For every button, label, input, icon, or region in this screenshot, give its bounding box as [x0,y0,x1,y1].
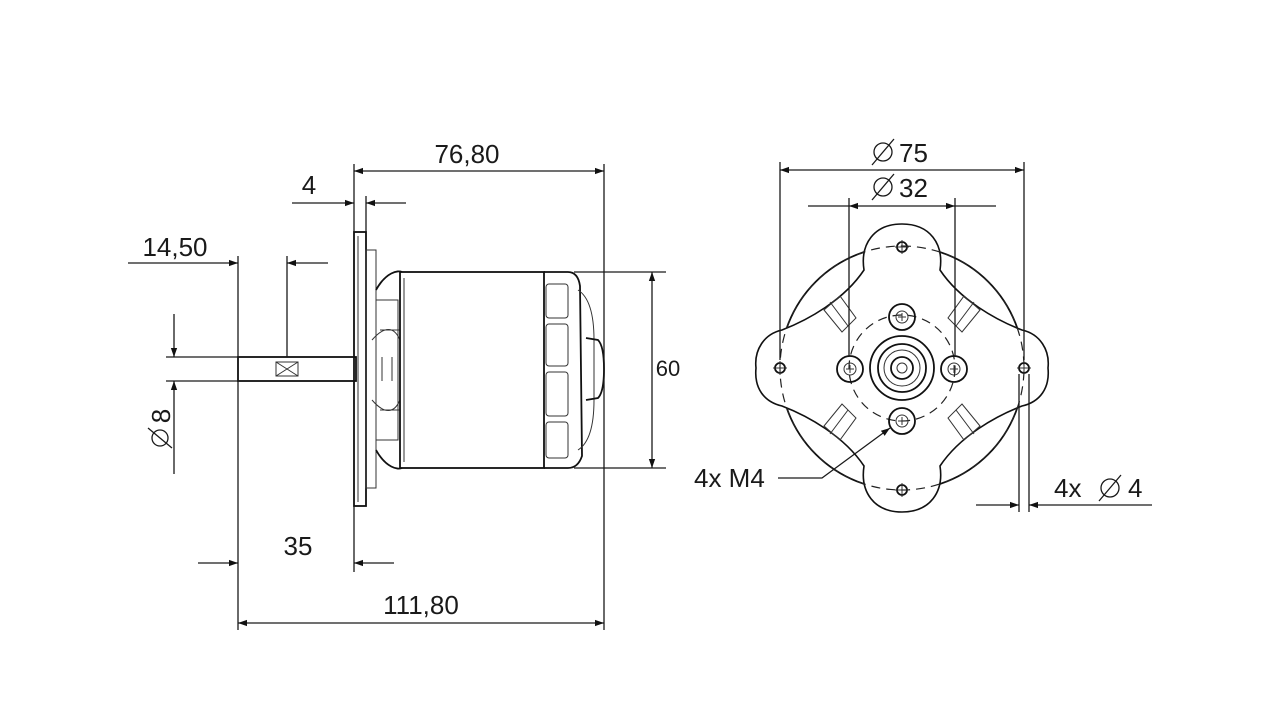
m4-hole-bottom [888,407,916,435]
cross-mount [371,270,403,470]
side-view: 76,80 4 14,50 8 60 35 111,80 [128,139,680,630]
diameter-symbol [873,177,893,197]
dim-outer-diameter: 75 [871,138,928,168]
dim-mount-holes: 4x 4 [1054,473,1142,503]
mount-hole-bottom [895,483,909,497]
dim-mount-holes-prefix: 4x [1054,473,1081,503]
cross-mount-plate [755,223,1049,513]
m4-hole-top [888,303,916,331]
dim-total-length: 111,80 [383,590,459,620]
dim-bolt-circle: 32 [871,173,928,203]
center-hub [869,335,935,401]
dim-mount-holes-value: 4 [1128,473,1142,503]
diameter-symbol [1100,478,1120,498]
front-extension-lines [779,162,1030,512]
m4-hole-right [940,355,968,383]
mounting-holes [773,240,1031,497]
dim-flange-thickness: 4 [302,170,316,200]
dim-bolt-circle-value: 32 [899,173,928,203]
dim-key-position: 14,50 [142,232,207,262]
label-threaded-holes: 4x M4 [694,463,765,493]
side-extension-lines [166,164,666,630]
motor-can [399,271,605,469]
mount-flange [353,231,377,507]
diameter-symbol [151,429,169,447]
m4-hole-left [836,355,864,383]
side-dimension-lines [128,167,656,627]
shaft [237,356,357,382]
diameter-symbol [873,142,893,162]
motor-slots [823,295,981,441]
dim-shaft-length: 35 [284,531,313,561]
mount-hole-left [773,361,787,375]
dim-shaft-diameter: 8 [146,409,176,449]
threaded-holes [836,303,968,435]
dim-can-height: 60 [656,356,680,381]
front-dimension-lines [778,166,1152,509]
dim-shaft-diameter-value: 8 [146,409,176,423]
dim-body-length: 76,80 [434,139,499,169]
mount-hole-right [1017,361,1031,375]
dim-outer-diameter-value: 75 [899,138,928,168]
front-view: 75 32 4x M4 4x 4 [694,138,1152,513]
mount-hole-top [895,240,909,254]
